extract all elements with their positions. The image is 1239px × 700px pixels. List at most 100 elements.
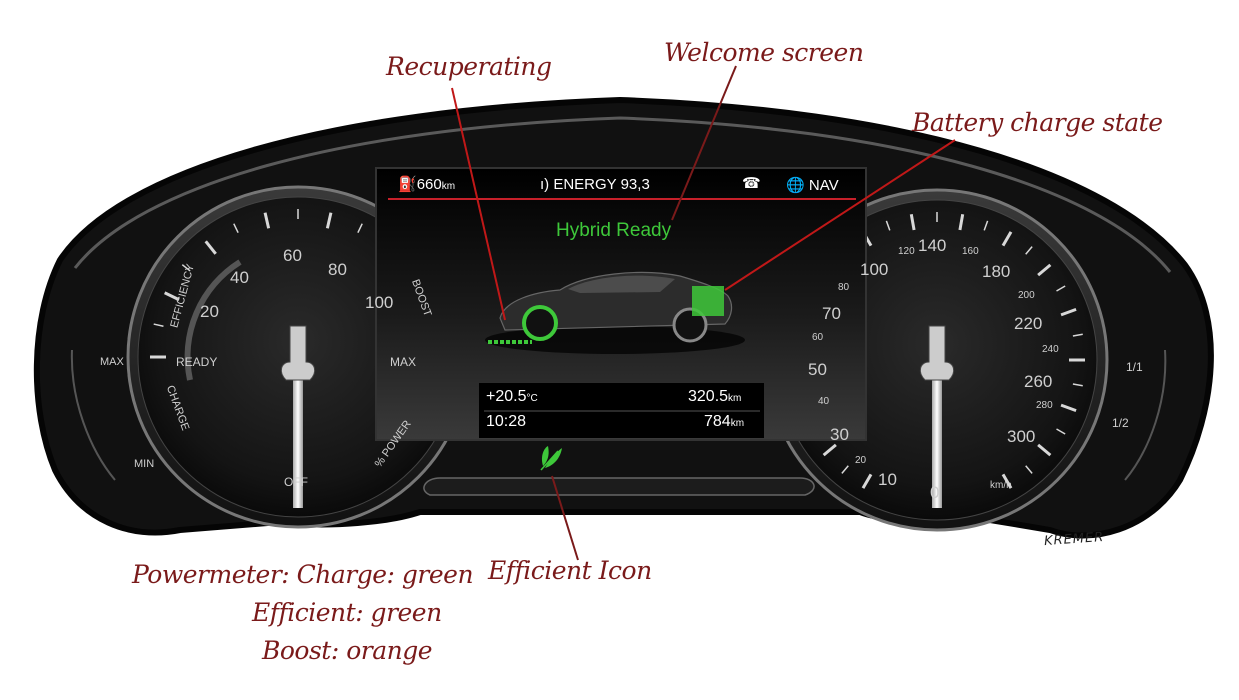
efficient-leaf-icon: [540, 446, 562, 471]
side-max-label: MAX: [100, 356, 124, 368]
powermeter-tick-label: 80: [328, 260, 347, 279]
speed-major-label: 300: [1007, 427, 1036, 446]
tick-mark: [958, 213, 965, 231]
speed-unit-label: km/h: [990, 480, 1012, 491]
ready-label: READY: [176, 355, 218, 369]
tick-mark: [1025, 465, 1033, 474]
tick-mark: [1037, 443, 1052, 457]
fuel-half-label: 1/2: [1112, 416, 1129, 430]
powermeter-tick-label: 60: [283, 246, 302, 265]
tick-mark: [357, 223, 363, 233]
tick-mark: [1056, 428, 1066, 435]
speed-major-label: 70: [822, 304, 841, 323]
tick-mark: [1037, 263, 1052, 277]
leader-efficient: [551, 475, 579, 561]
tick-mark: [233, 223, 239, 233]
range-unit: km: [441, 181, 456, 192]
trip-unit: km: [728, 393, 742, 404]
speed-minor-label: 40: [818, 396, 830, 407]
speed-major-label: 180: [982, 262, 1011, 281]
annotation-welcome-screen: Welcome screen: [664, 38, 864, 67]
speed-major-label: 140: [918, 236, 947, 255]
leader-recuperating: [451, 87, 506, 321]
clock: 10:28: [486, 413, 527, 430]
leader-welcome: [671, 65, 737, 221]
annotation-efficient-icon: Efficient Icon: [488, 556, 652, 585]
off-label: OFF: [284, 475, 308, 489]
tick-mark: [1072, 383, 1083, 387]
range-value: 660: [416, 176, 442, 193]
nav-readout: 🌐 NAV: [786, 176, 839, 194]
phone-icon: ☎: [742, 175, 761, 192]
tick-mark: [204, 240, 217, 255]
tick-mark: [181, 264, 191, 272]
fuel-pump-icon: ⛽: [398, 176, 417, 193]
speed-major-label: 260: [1024, 372, 1053, 391]
signal-icon: ı): [540, 176, 550, 193]
cluster-rim: [73, 116, 1172, 273]
energy-value: ENERGY 93,3: [553, 176, 650, 193]
tick-mark: [263, 212, 271, 229]
tick-mark: [822, 443, 837, 457]
speed-major-label: 10: [878, 470, 897, 489]
tick-mark: [153, 323, 164, 328]
tick-mark: [1001, 473, 1013, 489]
total-unit: km: [730, 418, 745, 429]
trip-distance: 320.5km: [688, 388, 741, 406]
globe-icon: 🌐: [786, 177, 805, 194]
temperature-unit: °C: [526, 393, 538, 404]
tick-mark: [1025, 246, 1033, 255]
speed-major-label: 50: [808, 360, 827, 379]
leader-battery: [724, 139, 956, 291]
powermeter-tick-label: 100: [365, 293, 394, 312]
legend-efficient: Efficient: green: [252, 598, 442, 627]
powermeter-needle: [280, 325, 316, 508]
cluster-lower-rim: [423, 477, 815, 496]
speed-minor-label: 120: [898, 246, 915, 257]
speed-major-label: 220: [1014, 314, 1043, 333]
range-readout: ⛽660km: [398, 175, 455, 193]
temperature-readout: +20.5°C: [486, 388, 538, 406]
tick-mark: [1060, 307, 1077, 317]
speed-major-label: 100: [860, 260, 889, 279]
speed-major-label: 30: [830, 425, 849, 444]
tick-mark: [164, 291, 180, 302]
tick-mark: [1001, 231, 1013, 247]
temperature-value: +20.5: [486, 388, 527, 405]
tick-mark: [861, 473, 873, 489]
legend-boost: Boost: orange: [262, 636, 433, 665]
speed-minor-label: 200: [1018, 290, 1035, 301]
welcome-status: Hybrid Ready: [556, 220, 672, 241]
tick-mark: [1072, 333, 1083, 337]
max-label: MAX: [390, 355, 417, 369]
speed-minor-label: 60: [812, 332, 824, 343]
car-graphic: [485, 271, 745, 354]
speed-major-label: 0: [930, 483, 940, 502]
speedometer-needle: [919, 325, 955, 508]
energy-readout: ı) ENERGY 93,3: [540, 176, 650, 193]
annotation-battery: Battery charge state: [912, 108, 1163, 137]
speed-minor-label: 280: [1036, 400, 1053, 411]
nav-label: NAV: [808, 177, 839, 194]
tick-mark: [885, 220, 891, 231]
tick-mark: [325, 212, 333, 229]
legend-powermeter: Powermeter: Charge: green: [132, 560, 474, 589]
tick-mark: [909, 213, 916, 231]
tick-mark: [983, 220, 989, 231]
tick-mark: [841, 465, 849, 474]
total-distance: 784km: [704, 413, 744, 431]
right-side-arc: [1124, 349, 1167, 481]
trip-value: 320.5: [688, 388, 729, 405]
tick-mark: [1056, 285, 1066, 292]
fuel-full-label: 1/1: [1126, 360, 1143, 374]
speed-minor-label: 20: [855, 455, 867, 466]
powermeter-tick-label: 20: [200, 302, 219, 321]
left-side-arc: [70, 349, 116, 481]
speed-minor-label: 160: [962, 246, 979, 257]
annotation-recuperating: Recuperating: [386, 52, 552, 81]
speed-minor-label: 240: [1042, 344, 1059, 355]
speed-minor-label: 80: [838, 282, 850, 293]
tick-mark: [1060, 403, 1077, 413]
powermeter-tick-label: 40: [230, 268, 249, 287]
